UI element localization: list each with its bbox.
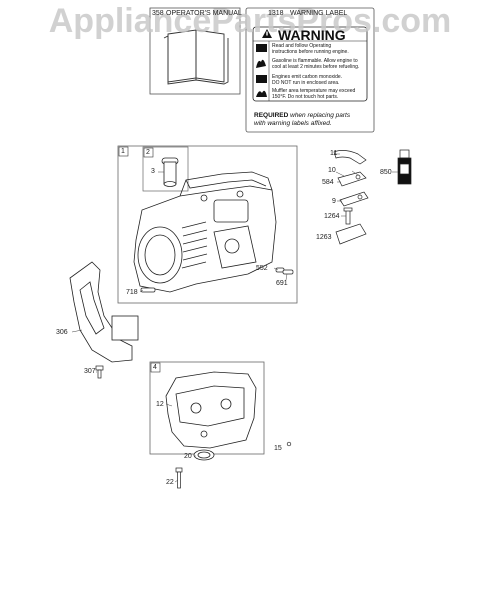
callout-307: 307 [84, 368, 96, 375]
callout-552: 552 [256, 265, 268, 272]
callout-306: 306 [56, 329, 68, 336]
callout-11: 11 [330, 150, 338, 157]
screw-307-part [95, 365, 104, 379]
required-note-rest: when replacing parts [288, 112, 351, 119]
sump-cover-part [165, 371, 257, 449]
callout-1264: 1264 [324, 213, 340, 220]
callout-box-1: 1 [121, 148, 125, 155]
flame-pictogram-icon [256, 59, 266, 68]
fumes-pictogram-icon [256, 75, 267, 83]
callout-15: 15 [274, 445, 282, 452]
warning-line: instructions before running engine. [272, 49, 349, 55]
required-note-line2: with warning labels affixed. [254, 119, 332, 127]
callout-9: 9 [332, 198, 336, 205]
required-note-bold: REQUIRED [254, 112, 289, 119]
watermark: AppliancePartsPros.com [48, 2, 452, 40]
sealant-bottle-850-part [397, 149, 412, 185]
plug-15-part [286, 441, 292, 447]
warning-line: 150°F. Do not touch hot parts. [272, 94, 339, 100]
warning-label-part-number: 1318 [268, 10, 284, 17]
dipstick-tube-part [333, 150, 367, 165]
warning-label-box [245, 7, 375, 133]
callout-691: 691 [276, 280, 288, 287]
manual-part-number: 358 [152, 10, 164, 17]
callout-3: 3 [151, 168, 155, 175]
callout-box-2: 2 [146, 149, 150, 156]
manual-book-icon [163, 29, 229, 85]
cylinder-group-box [117, 145, 298, 304]
hot-surface-pictogram-icon [256, 90, 267, 97]
bolt-22-part [175, 467, 183, 489]
callout-20: 20 [184, 453, 192, 460]
air-baffle-306-part [69, 261, 139, 363]
callout-1263: 1263 [316, 234, 332, 241]
breather-tube-box [142, 146, 189, 192]
callout-718: 718 [126, 289, 138, 296]
breather-tube-part [161, 157, 179, 187]
required-note: REQUIRED when replacing parts with warni… [254, 112, 350, 128]
callout-10: 10 [328, 167, 336, 174]
warning-line: DO NOT run in enclosed area. [272, 80, 340, 86]
warning-triangle-icon [262, 29, 272, 38]
seal-20-part [193, 449, 215, 461]
bolt-718-part [140, 287, 156, 293]
dowel-pin-691-part [282, 269, 294, 275]
leader-lines [71, 153, 398, 483]
warning-label-part-name: WARNING LABEL [290, 10, 348, 17]
warning-line: Gasoline is flammable. Allow engine to [272, 58, 358, 64]
warning-title: WARNING [278, 27, 346, 43]
callout-22: 22 [166, 479, 174, 486]
warning-line: Read and follow Operating [272, 43, 332, 49]
cylinder-block-part [133, 171, 277, 293]
warning-line: Engines emit carbon monoxide. [272, 74, 343, 80]
warning-line: cool at least 2 minutes before refueling… [272, 64, 360, 70]
callout-850: 850 [380, 169, 392, 176]
callout-12: 12 [156, 401, 164, 408]
manual-part-name: OPERATOR'S MANUAL [166, 10, 242, 17]
warning-line: Muffler area temperature may exceed [272, 88, 356, 94]
plate-9-part [339, 191, 369, 207]
gasket-584-part [337, 171, 367, 187]
manual-pictogram-icon [256, 44, 267, 52]
gasket-1263-part [335, 223, 367, 245]
callout-box-4: 4 [153, 364, 157, 371]
callout-584: 584 [322, 179, 334, 186]
stud-1264-part [343, 207, 353, 225]
